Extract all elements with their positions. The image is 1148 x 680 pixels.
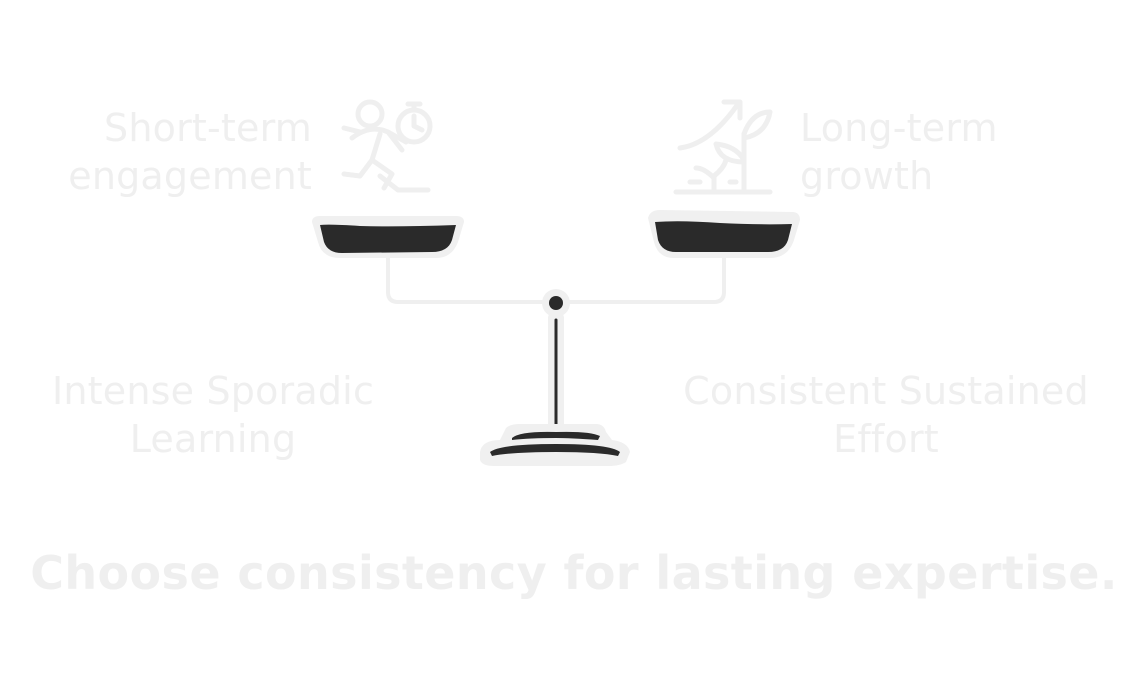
growing-plant-arrow-icon — [673, 99, 773, 195]
scale-pivot — [542, 289, 570, 317]
right-pan — [648, 210, 800, 258]
consistent-sustained-effort-label: Consistent Sustained Effort — [676, 367, 1096, 463]
short-term-engagement-label: Short-term engagement — [62, 104, 312, 200]
short-term-line-1: Short-term — [104, 106, 312, 150]
running-person-stopwatch-icon — [341, 99, 433, 193]
intense-sporadic-learning-label: Intense Sporadic Learning — [30, 367, 396, 463]
long-term-line-1: Long-term — [800, 106, 998, 150]
short-term-line-2: engagement — [68, 154, 312, 198]
scale-post — [548, 312, 564, 432]
scale-beam — [386, 256, 726, 304]
long-term-growth-label: Long-term growth — [800, 104, 1060, 200]
consistent-line-2: Effort — [833, 417, 939, 461]
intense-line-2: Learning — [129, 417, 297, 461]
intense-line-1: Intense Sporadic — [51, 369, 375, 413]
scale-base — [480, 424, 630, 466]
left-pan — [312, 216, 464, 258]
tagline: Choose consistency for lasting expertise… — [30, 546, 1118, 600]
consistent-line-1: Consistent Sustained — [683, 369, 1089, 413]
long-term-line-2: growth — [800, 154, 934, 198]
